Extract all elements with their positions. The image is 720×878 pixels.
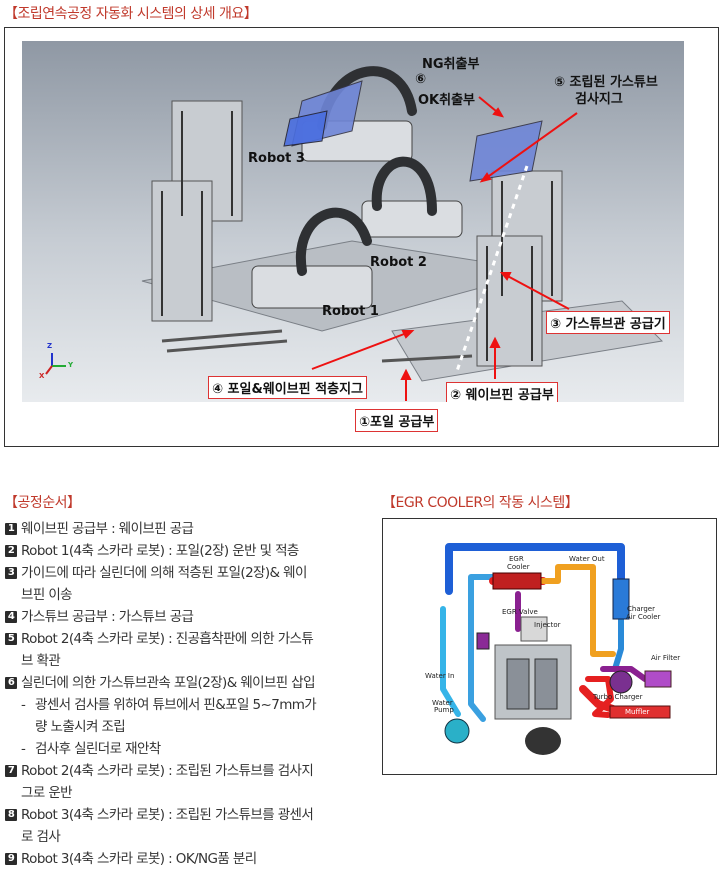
turbo-charger-label: Turbo Charger — [593, 693, 643, 701]
water-pump-label-2: Pump — [434, 706, 454, 714]
step-text: 실린더에 의한 가스튜브관속 포일(2장)& 웨이브핀 삽입 — [21, 675, 316, 691]
process-step: 그로 운반 — [5, 782, 355, 804]
process-step: 9 Robot 3(4축 스카라 로봇) : OK/NG품 분리 — [5, 848, 355, 870]
process-step: 브 확관 — [5, 650, 355, 672]
step-text: 검사후 실린더로 재안착 — [35, 741, 161, 757]
gas-tube-feeder-label: ③ 가스튜브관 공급기 — [546, 311, 670, 334]
step-text: 광센서 검사를 위하여 튜브에서 핀&포일 5~7mm가 — [35, 697, 317, 713]
muffler-label: Muffler — [625, 708, 650, 716]
robot2-label: Robot 2 — [370, 255, 427, 270]
charger-label-2: Air Cooler — [626, 613, 661, 621]
assembly-render-graphic — [22, 41, 684, 402]
process-step: 브핀 이송 — [5, 584, 355, 606]
assembly-diagram-frame: Robot 3 Robot 2 Robot 1 NG취출부 ⑥ OK취출부 ⑤ … — [4, 27, 719, 447]
wavefin-feeder-label: ② 웨이브핀 공급부 — [446, 382, 558, 402]
foil-feeder-label: ①포일 공급부 — [355, 409, 439, 432]
process-step: 로 검사 — [5, 826, 355, 848]
injector-label: Injector — [534, 621, 561, 629]
water-out-label: Water Out — [569, 555, 605, 563]
egr-system-graphic — [440, 543, 672, 755]
egr-diagram-frame: EGR Cooler Water Out EGR Valve Injector … — [382, 518, 717, 775]
process-step: 3 가이드에 따라 실린더에 의해 적층된 포일(2장)& 웨이 — [5, 562, 355, 584]
step-number-badge: 5 — [5, 633, 17, 645]
inspect-jig-label-1: ⑤ 조립된 가스튜브 — [554, 75, 658, 90]
axis-z-label: Z — [47, 342, 53, 350]
step-text: 량 노출시켜 조립 — [35, 719, 126, 735]
step-dash: - — [21, 697, 26, 713]
ok-out-label: OK취출부 — [418, 93, 476, 108]
process-step: 7 Robot 2(4축 스카라 로봇) : 조립된 가스튜브를 검사지 — [5, 760, 355, 782]
axis-x-label: X — [39, 372, 45, 380]
water-pump-label-1: Water — [432, 699, 453, 707]
assembly-render: Robot 3 Robot 2 Robot 1 NG취출부 ⑥ OK취출부 ⑤ … — [22, 41, 684, 402]
robot1-label: Robot 1 — [322, 304, 379, 319]
egr-valve-label: EGR Valve — [502, 608, 538, 616]
process-step: 6 실린더에 의한 가스튜브관속 포일(2장)& 웨이브핀 삽입 — [5, 672, 355, 694]
stack-jig-label: ④ 포일&웨이브핀 적층지그 — [208, 376, 367, 399]
step-dash: - — [21, 741, 26, 757]
charger-label-1: Charger — [627, 605, 655, 613]
axis-y-label: Y — [68, 361, 74, 369]
step-text: Robot 3(4축 스카라 로봇) : OK/NG품 분리 — [21, 851, 257, 867]
step-text: Robot 2(4축 스카라 로봇) : 조립된 가스튜브를 검사지 — [21, 763, 314, 779]
step-text: 웨이브핀 공급부 : 웨이브핀 공급 — [21, 521, 194, 537]
step-text: 가이드에 따라 실린더에 의해 적층된 포일(2장)& 웨이 — [21, 565, 307, 581]
step-number-badge: 8 — [5, 809, 17, 821]
step-number-badge: 4 — [5, 611, 17, 623]
process-step: -광센서 검사를 위하여 튜브에서 핀&포일 5~7mm가 — [5, 694, 355, 716]
step-text: 브핀 이송 — [21, 587, 73, 603]
step-number-badge: 9 — [5, 853, 17, 865]
process-step: 5 Robot 2(4축 스카라 로봇) : 진공흡착판에 의한 가스튜 — [5, 628, 355, 650]
step-number-badge: 6 — [5, 677, 17, 689]
step-text: Robot 1(4축 스카라 로봇) : 포일(2장) 운반 및 적층 — [21, 543, 299, 559]
process-title: 【공정순서】 — [4, 495, 81, 511]
step-text: Robot 3(4축 스카라 로봇) : 조립된 가스튜브를 광센서 — [21, 807, 314, 823]
water-in-label: Water In — [425, 672, 455, 680]
egr-title: 【EGR COOLER의 작동 시스템】 — [382, 495, 579, 511]
process-step: 량 노출시켜 조립 — [5, 716, 355, 738]
process-step: 8 Robot 3(4축 스카라 로봇) : 조립된 가스튜브를 광센서 — [5, 804, 355, 826]
page-title: 【조립연속공정 자동화 시스템의 상세 개요】 — [4, 6, 258, 22]
step-text: 브 확관 — [21, 653, 61, 669]
air-filter-label: Air Filter — [651, 654, 681, 662]
step-text: 로 검사 — [21, 829, 61, 845]
ng-out-label: NG취출부 — [422, 57, 480, 72]
step-text: Robot 2(4축 스카라 로봇) : 진공흡착판에 의한 가스튜 — [21, 631, 314, 647]
egr-cooler-label-1: EGR — [509, 555, 524, 563]
robot3-label: Robot 3 — [248, 151, 305, 166]
step-number-badge: 2 — [5, 545, 17, 557]
ok-num-label: ⑥ — [415, 72, 427, 87]
step-number-badge: 1 — [5, 523, 17, 535]
egr-cooler-label-2: Cooler — [507, 563, 530, 571]
inspect-jig-label-2: 검사지그 — [575, 92, 623, 107]
process-step: 1 웨이브핀 공급부 : 웨이브핀 공급 — [5, 518, 355, 540]
step-text: 그로 운반 — [21, 785, 73, 801]
step-number-badge: 7 — [5, 765, 17, 777]
process-step: -검사후 실린더로 재안착 — [5, 738, 355, 760]
process-steps-list: 1 웨이브핀 공급부 : 웨이브핀 공급 2 Robot 1(4축 스카라 로봇) :… — [5, 518, 355, 870]
step-text: 가스튜브 공급부 : 가스튜브 공급 — [21, 609, 194, 625]
process-step: 4 가스튜브 공급부 : 가스튜브 공급 — [5, 606, 355, 628]
step-number-badge: 3 — [5, 567, 17, 579]
process-step: 2 Robot 1(4축 스카라 로봇) : 포일(2장) 운반 및 적층 — [5, 540, 355, 562]
